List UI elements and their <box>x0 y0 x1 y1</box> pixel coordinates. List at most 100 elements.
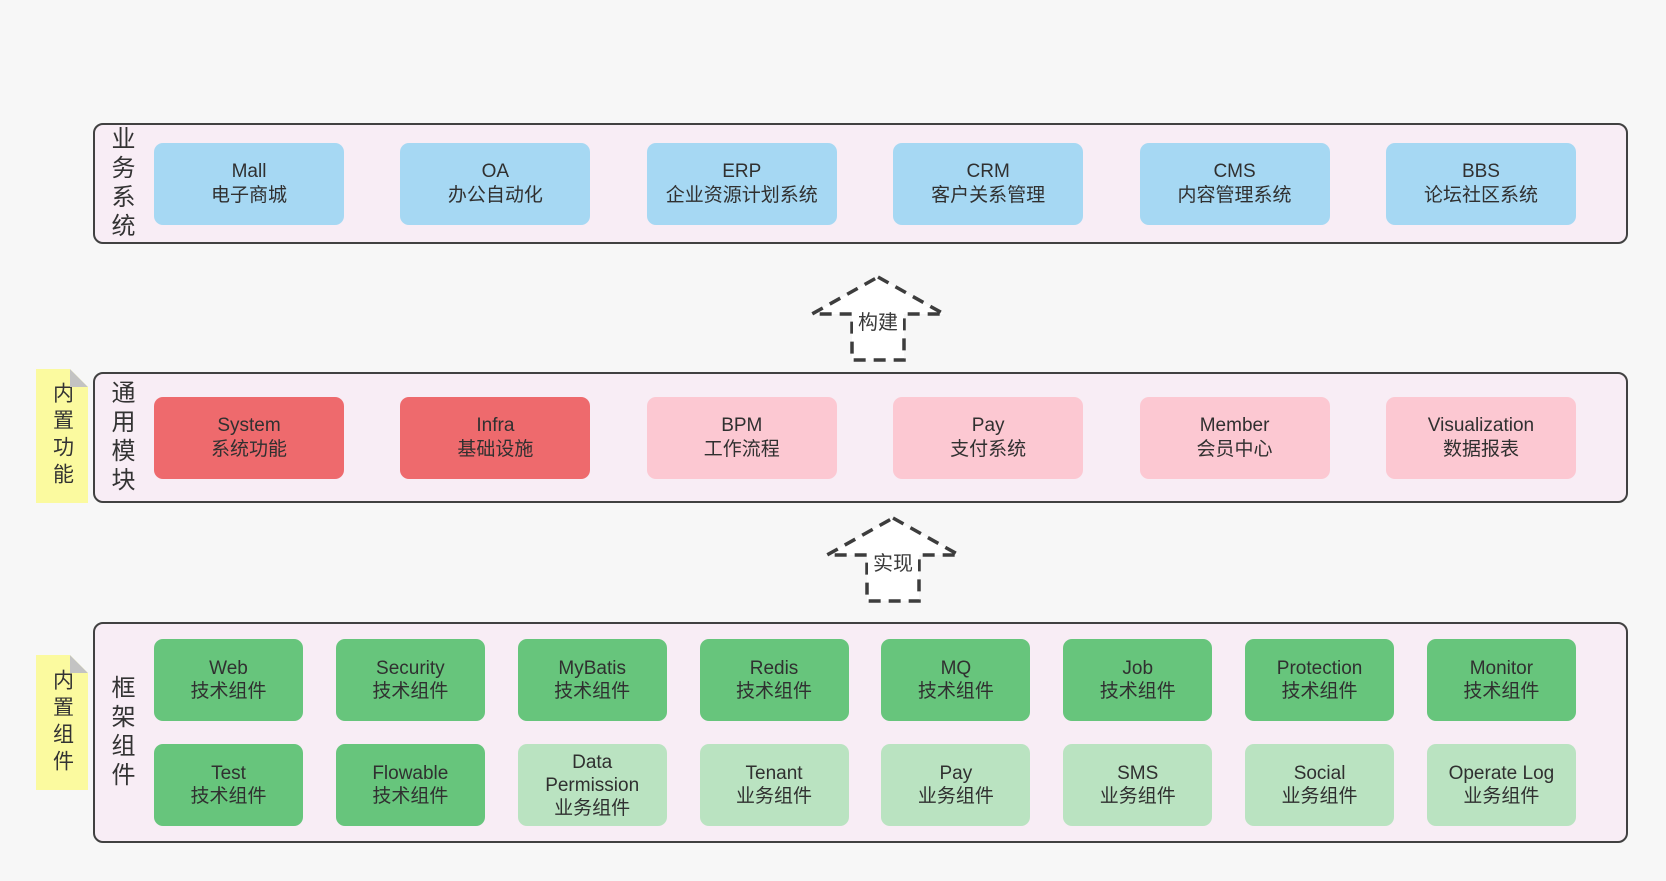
box-tenant: Tenant 业务组件 <box>699 744 849 826</box>
box-mq-zh: 技术组件 <box>917 681 994 702</box>
box-mall-zh: 电子商城 <box>210 184 287 206</box>
box-bbs-en: BBS <box>1461 160 1500 182</box>
box-bpm-zh: 工作流程 <box>703 438 780 460</box>
box-security-en: Security <box>376 658 445 679</box>
box-crm-zh: 客户关系管理 <box>931 184 1046 206</box>
box-bpm-en: BPM <box>721 414 763 436</box>
box-test-en: Test <box>211 763 246 784</box>
box-mybatis-zh: 技术组件 <box>554 681 631 702</box>
box-job-zh: 技术组件 <box>1099 681 1176 702</box>
box-web-en: Web <box>209 658 248 679</box>
box-sms-en: SMS <box>1117 763 1159 784</box>
box-tenant-zh: 业务组件 <box>736 786 813 807</box>
note-builtin-features-label: 内置功能 <box>50 382 74 490</box>
box-member-en: Member <box>1199 414 1270 436</box>
box-bbs: BBS 论坛社区系统 <box>1385 142 1576 225</box>
box-operate-log-en: Operate Log <box>1448 763 1555 784</box>
band-framework-components: 框架组件 Web 技术组件 Security 技术组件 MyBatis 技术组件… <box>93 622 1628 843</box>
box-mall-en: Mall <box>231 160 267 182</box>
box-protection: Protection 技术组件 <box>1245 639 1395 721</box>
box-security: Security 技术组件 <box>335 639 485 721</box>
box-cms: CMS 内容管理系统 <box>1139 142 1330 225</box>
box-cms-zh: 内容管理系统 <box>1177 184 1292 206</box>
box-social-en: Social <box>1293 763 1346 784</box>
band-components-content: Web 技术组件 Security 技术组件 MyBatis 技术组件 Redi… <box>132 639 1626 826</box>
box-redis-zh: 技术组件 <box>736 681 813 702</box>
box-tenant-en: Tenant <box>745 763 803 784</box>
box-member: Member 会员中心 <box>1139 396 1330 479</box>
box-security-zh: 技术组件 <box>372 681 449 702</box>
box-operate-log-zh: 业务组件 <box>1463 786 1540 807</box>
box-pay-component-zh: 业务组件 <box>917 786 994 807</box>
box-job: Job 技术组件 <box>1063 639 1213 721</box>
box-test: Test 技术组件 <box>154 744 303 826</box>
box-social: Social 业务组件 <box>1245 744 1395 826</box>
box-job-en: Job <box>1122 658 1154 679</box>
box-pay-module-zh: 支付系统 <box>950 438 1027 460</box>
box-infra-en: Infra <box>476 414 515 436</box>
box-mybatis-en: MyBatis <box>558 658 626 679</box>
box-web-zh: 技术组件 <box>190 681 267 702</box>
box-visualization: Visualization 数据报表 <box>1385 396 1576 479</box>
box-redis: Redis 技术组件 <box>699 639 849 721</box>
band-modules-content: System 系统功能 Infra 基础设施 BPM 工作流程 Pay 支付系统… <box>132 396 1626 479</box>
box-bbs-zh: 论坛社区系统 <box>1423 184 1538 206</box>
box-redis-en: Redis <box>749 658 799 679</box>
box-mybatis: MyBatis 技术组件 <box>517 639 667 721</box>
band-business-label: 业务系统 <box>107 125 134 242</box>
box-erp: ERP 企业资源计划系统 <box>646 142 837 225</box>
band-modules-label: 通用模块 <box>107 379 134 496</box>
box-web: Web 技术组件 <box>154 639 303 721</box>
band-components-label: 框架组件 <box>107 674 134 791</box>
box-protection-en: Protection <box>1276 658 1363 679</box>
box-monitor-zh: 技术组件 <box>1463 681 1540 702</box>
box-oa: OA 办公自动化 <box>400 142 591 225</box>
components-row-2: Test 技术组件 Flowable 技术组件 Data Permission … <box>154 744 1576 826</box>
box-erp-zh: 企业资源计划系统 <box>665 184 818 206</box>
band-business-systems: 业务系统 Mall 电子商城 OA 办公自动化 ERP 企业资源计划系统 CRM… <box>93 123 1628 244</box>
build-arrow-label: 构建 <box>853 311 903 335</box>
box-monitor: Monitor 技术组件 <box>1426 639 1576 721</box>
box-infra-zh: 基础设施 <box>457 438 534 460</box>
box-oa-zh: 办公自动化 <box>447 184 543 206</box>
band-common-modules: 通用模块 System 系统功能 Infra 基础设施 BPM 工作流程 Pay… <box>93 372 1628 503</box>
box-pay-component: Pay 业务组件 <box>881 744 1031 826</box>
box-cms-en: CMS <box>1213 160 1256 182</box>
band-business-content: Mall 电子商城 OA 办公自动化 ERP 企业资源计划系统 CRM 客户关系… <box>132 142 1626 225</box>
box-oa-en: OA <box>481 160 510 182</box>
box-mq: MQ 技术组件 <box>881 639 1031 721</box>
box-crm-en: CRM <box>966 160 1010 182</box>
box-visualization-zh: 数据报表 <box>1442 438 1519 460</box>
box-visualization-en: Visualization <box>1427 414 1535 436</box>
box-bpm: BPM 工作流程 <box>646 396 837 479</box>
box-monitor-en: Monitor <box>1469 658 1534 679</box>
box-data-permission-en: Data Permission <box>545 751 640 796</box>
box-member-zh: 会员中心 <box>1196 438 1273 460</box>
box-test-zh: 技术组件 <box>190 786 267 807</box>
implement-arrow-label: 实现 <box>868 552 918 576</box>
note-builtin-components-label: 内置组件 <box>50 668 74 777</box>
box-data-permission: Data Permission 业务组件 <box>517 744 667 826</box>
box-flowable-en: Flowable <box>372 763 449 784</box>
box-social-zh: 业务组件 <box>1281 786 1358 807</box>
box-system: System 系统功能 <box>154 396 344 479</box>
box-protection-zh: 技术组件 <box>1281 681 1358 702</box>
note-fold-icon <box>70 369 88 387</box>
box-flowable-zh: 技术组件 <box>372 786 449 807</box>
box-flowable: Flowable 技术组件 <box>335 744 485 826</box>
box-system-zh: 系统功能 <box>210 438 287 460</box>
box-sms-zh: 业务组件 <box>1099 786 1176 807</box>
box-sms: SMS 业务组件 <box>1063 744 1213 826</box>
box-pay-module-en: Pay <box>971 414 1005 436</box>
box-operate-log: Operate Log 业务组件 <box>1426 744 1576 826</box>
components-row-1: Web 技术组件 Security 技术组件 MyBatis 技术组件 Redi… <box>154 639 1576 721</box>
box-erp-en: ERP <box>722 160 762 182</box>
box-mq-en: MQ <box>940 658 972 679</box>
box-infra: Infra 基础设施 <box>400 396 591 479</box>
sticky-note-builtin-features: 内置功能 <box>36 369 88 503</box>
box-pay-module: Pay 支付系统 <box>893 396 1084 479</box>
box-data-permission-zh: 业务组件 <box>554 797 631 819</box>
note-fold-icon <box>70 655 88 673</box>
box-pay-component-en: Pay <box>939 763 973 784</box>
